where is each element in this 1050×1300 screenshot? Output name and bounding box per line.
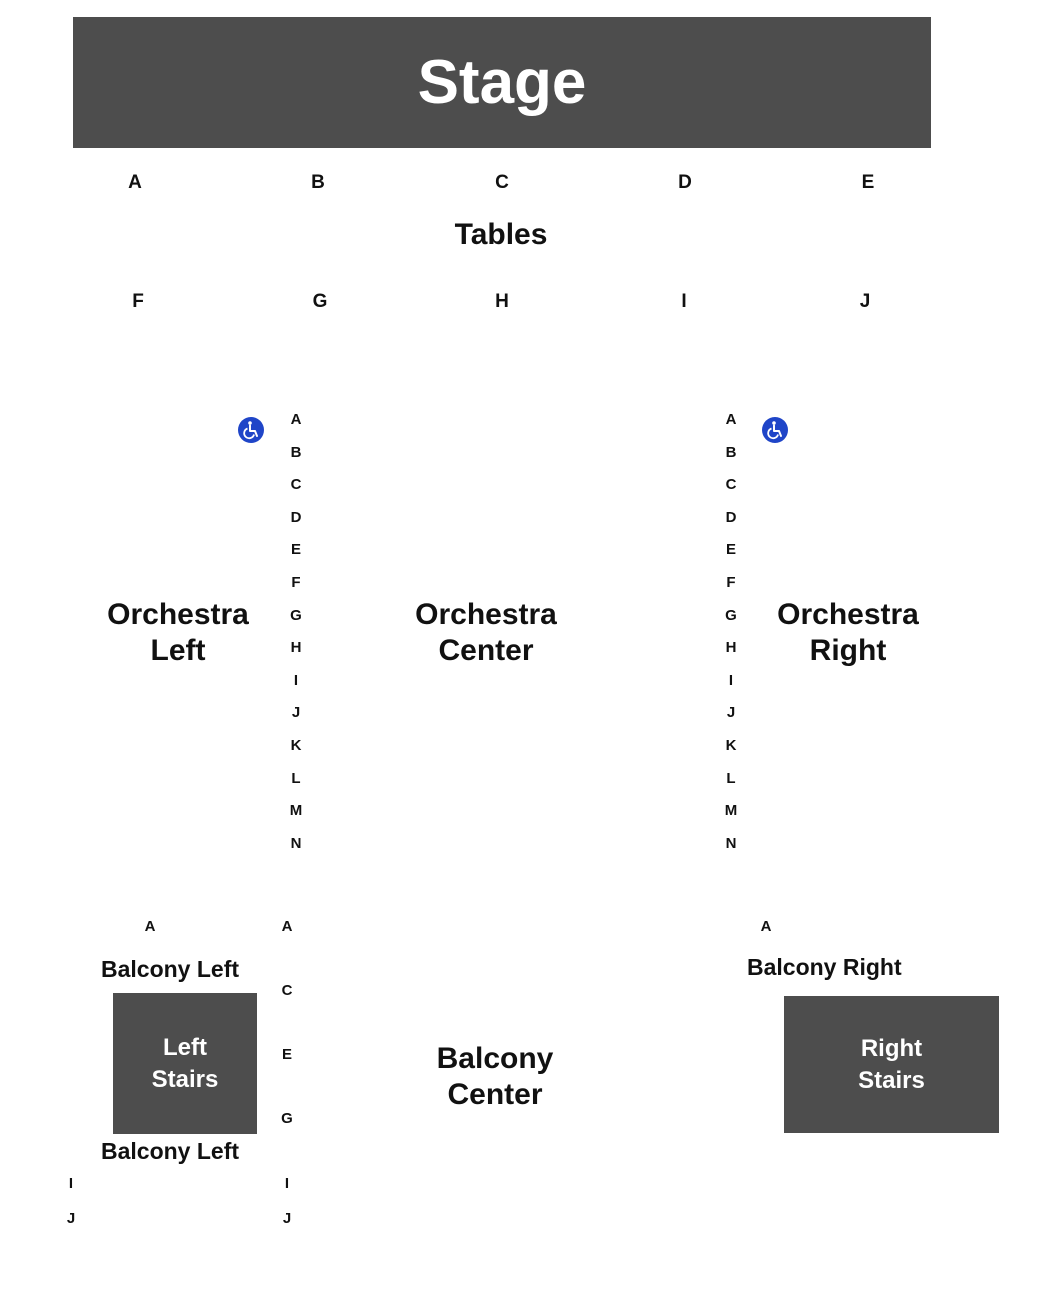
- row-label: I: [284, 1175, 290, 1192]
- orchestra-right-section[interactable]: Orchestra Right: [738, 597, 958, 669]
- row-label: G: [281, 1110, 293, 1127]
- tables-section-label: Tables: [454, 218, 548, 251]
- section-label-line2: Center: [447, 1078, 543, 1111]
- row-label: B: [290, 443, 302, 461]
- row-label: D: [725, 508, 737, 526]
- row-label: I: [293, 671, 299, 689]
- stairs-label-line2: Stairs: [151, 1065, 219, 1093]
- right-stairs: Right Stairs: [784, 996, 999, 1133]
- row-label: B: [725, 443, 737, 461]
- orchestra-center-section[interactable]: Orchestra Center: [376, 597, 596, 669]
- row-label: I: [728, 671, 734, 689]
- section-label-line1: Orchestra: [415, 598, 557, 631]
- row-label: G: [290, 606, 302, 624]
- table-b[interactable]: B: [311, 172, 325, 193]
- row-label: M: [724, 802, 738, 820]
- table-f[interactable]: F: [132, 291, 144, 312]
- table-e[interactable]: E: [861, 172, 875, 193]
- section-label-line1: Balcony: [436, 1042, 554, 1075]
- row-label: E: [281, 1046, 292, 1063]
- row-label: I: [68, 1175, 74, 1192]
- row-label: L: [291, 769, 301, 787]
- balcony-center-section[interactable]: Balcony Center: [385, 1041, 605, 1113]
- row-label: G: [725, 606, 737, 624]
- row-label: A: [290, 411, 302, 428]
- stage: Stage: [73, 17, 931, 148]
- stage-label: Stage: [417, 48, 587, 117]
- row-label: E: [725, 541, 736, 559]
- section-label-line1: Orchestra: [777, 598, 919, 631]
- row-label: A: [760, 918, 772, 935]
- stairs-label-line1: Left: [162, 1033, 207, 1061]
- balcony-left-section[interactable]: Balcony Left: [101, 1138, 240, 1164]
- row-label: N: [290, 834, 302, 852]
- row-label: H: [725, 639, 737, 657]
- row-label: J: [726, 704, 736, 722]
- row-label: D: [290, 508, 302, 526]
- table-d[interactable]: D: [678, 172, 692, 193]
- table-j[interactable]: J: [859, 291, 871, 312]
- balcony-right-section[interactable]: Balcony Right: [747, 954, 902, 980]
- table-c[interactable]: C: [495, 172, 509, 193]
- stairs-label-line1: Right: [860, 1034, 923, 1062]
- row-label: K: [290, 737, 302, 754]
- wheelchair-accessible-icon: [762, 417, 788, 443]
- table-g[interactable]: G: [312, 291, 328, 312]
- row-label: K: [725, 737, 737, 754]
- row-label: A: [725, 411, 737, 428]
- table-a[interactable]: A: [128, 172, 142, 193]
- row-label: C: [725, 476, 737, 494]
- section-label-line2: Right: [809, 634, 887, 667]
- balcony-left-section[interactable]: Balcony Left: [101, 956, 240, 982]
- row-label: E: [290, 541, 301, 559]
- section-label-line2: Left: [150, 634, 206, 667]
- wheelchair-accessible-icon: [238, 417, 264, 443]
- orchestra-left-section[interactable]: Orchestra Left: [68, 597, 288, 669]
- stairs-label-line2: Stairs: [858, 1066, 925, 1094]
- row-label: C: [281, 982, 293, 999]
- row-label: J: [66, 1210, 76, 1227]
- section-label-line2: Center: [438, 634, 534, 667]
- row-label: J: [291, 704, 301, 722]
- table-h[interactable]: H: [495, 291, 509, 312]
- table-i[interactable]: I: [681, 291, 687, 312]
- row-label: H: [290, 639, 302, 657]
- left-stairs: Left Stairs: [113, 993, 257, 1134]
- row-label: L: [726, 769, 736, 787]
- row-label: J: [282, 1210, 292, 1227]
- row-label: A: [281, 918, 293, 935]
- row-label: A: [144, 918, 156, 935]
- row-label: C: [290, 476, 302, 494]
- section-label-line1: Orchestra: [107, 598, 249, 631]
- row-label: M: [289, 802, 303, 820]
- row-label: F: [291, 574, 301, 591]
- row-label: N: [725, 834, 737, 852]
- row-label: F: [726, 574, 736, 591]
